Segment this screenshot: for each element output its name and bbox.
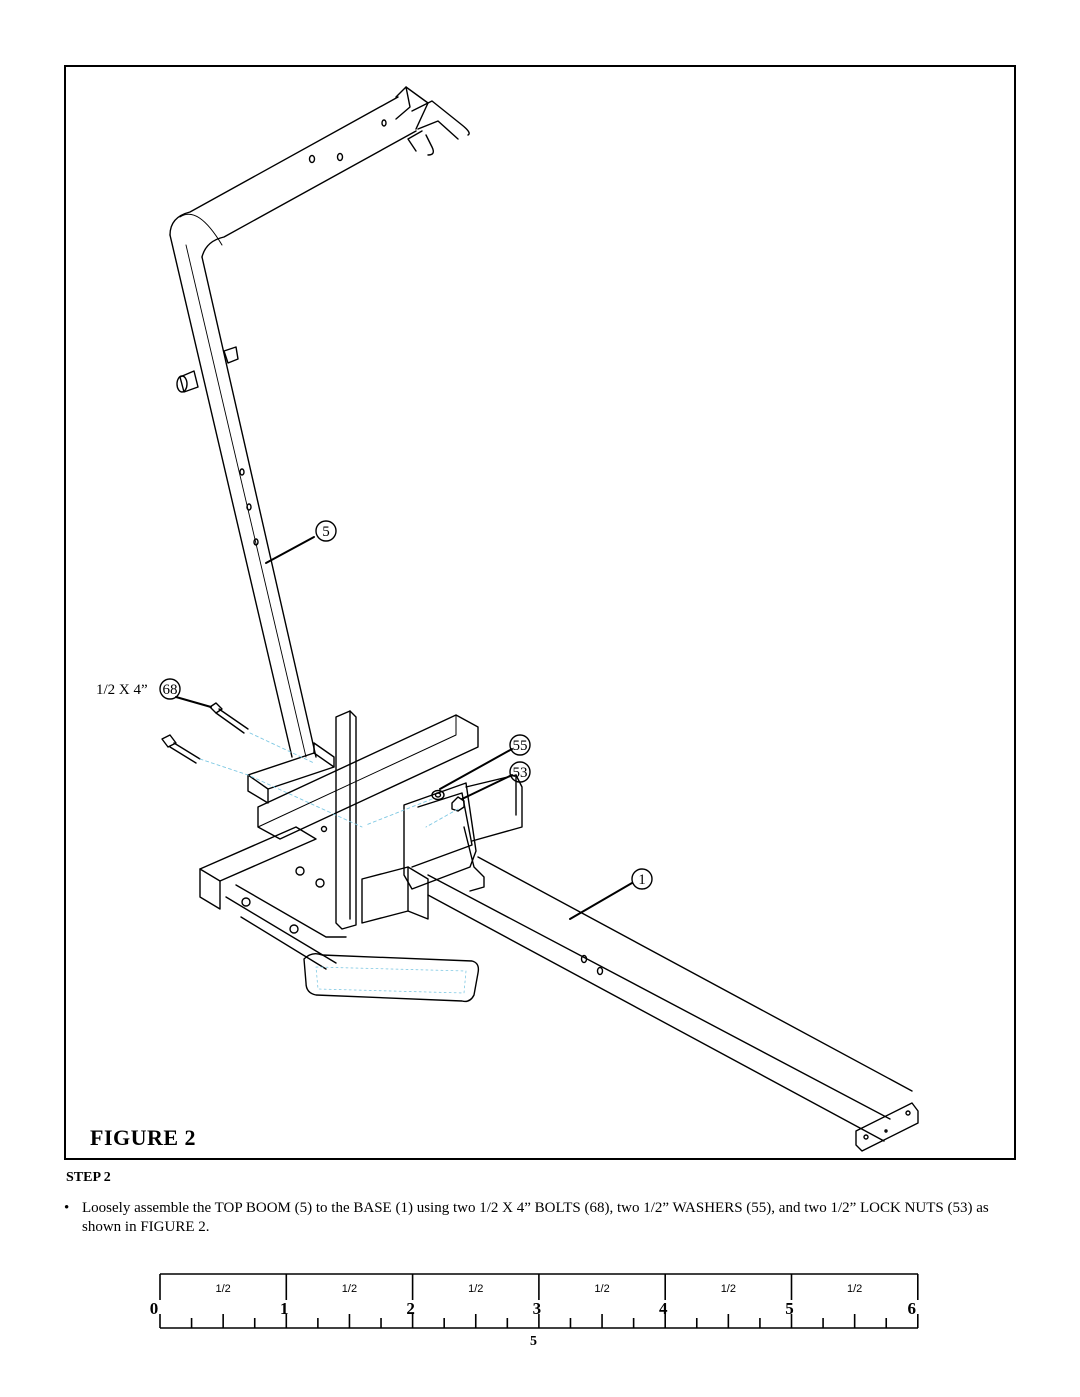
callout-label-55: 55 bbox=[513, 738, 528, 754]
figure-frame: 5 1/2 X 4” 68 55 53 1 FIGURE 2 bbox=[64, 65, 1016, 1160]
figure-title: FIGURE 2 bbox=[90, 1125, 197, 1150]
fasteners-drawing bbox=[161, 702, 465, 828]
ruler-number: 5 bbox=[785, 1299, 794, 1318]
bolt-size-label: 1/2 X 4” bbox=[96, 682, 148, 698]
ruler-number: 1 bbox=[280, 1299, 289, 1318]
assembly-diagram: 5 1/2 X 4” 68 55 53 1 bbox=[96, 86, 919, 1152]
callout-label-5: 5 bbox=[322, 524, 330, 540]
callout-top-boom: 5 bbox=[265, 520, 337, 564]
page-number: 5 bbox=[530, 1334, 537, 1349]
callout-lock-nut: 53 bbox=[461, 761, 531, 800]
ruler-half-labels: 1/2 1/2 1/2 1/2 1/2 1/2 bbox=[216, 1283, 863, 1295]
base-drawing bbox=[199, 710, 919, 1152]
instruction-bullet-item: • Loosely assemble the TOP BOOM (5) to t… bbox=[64, 1199, 1024, 1237]
callout-washer: 55 bbox=[439, 734, 531, 790]
callout-bolt: 1/2 X 4” 68 bbox=[96, 678, 212, 708]
ruler-half-label: 1/2 bbox=[468, 1283, 483, 1295]
ruler-number: 2 bbox=[406, 1299, 415, 1318]
ruler-number: 3 bbox=[533, 1299, 542, 1318]
ruler-number: 0 bbox=[150, 1299, 159, 1318]
callout-label-1: 1 bbox=[638, 872, 646, 888]
step-heading: STEP 2 bbox=[66, 1170, 111, 1185]
callout-label-68: 68 bbox=[163, 682, 178, 698]
ruler-half-label: 1/2 bbox=[847, 1283, 862, 1295]
ruler-number: 4 bbox=[659, 1299, 668, 1318]
top-boom-drawing bbox=[169, 86, 470, 804]
ruler-half-label: 1/2 bbox=[721, 1283, 736, 1295]
ruler-number: 6 bbox=[908, 1299, 917, 1318]
instruction-text: Loosely assemble the TOP BOOM (5) to the… bbox=[82, 1200, 989, 1235]
inch-ruler: 0 1 2 3 4 5 6 1/2 1/2 1/2 1/2 1/2 1/2 bbox=[150, 1273, 919, 1329]
callout-base: 1 bbox=[569, 868, 653, 920]
ruler-numbers: 0 1 2 3 4 5 6 bbox=[150, 1299, 916, 1318]
ruler-half-label: 1/2 bbox=[594, 1283, 609, 1295]
bullet-icon: • bbox=[64, 1200, 70, 1216]
ruler-half-label: 1/2 bbox=[342, 1283, 357, 1295]
ruler-ticks bbox=[159, 1274, 919, 1328]
callout-label-53: 53 bbox=[513, 765, 528, 781]
ruler-half-label: 1/2 bbox=[216, 1283, 231, 1295]
